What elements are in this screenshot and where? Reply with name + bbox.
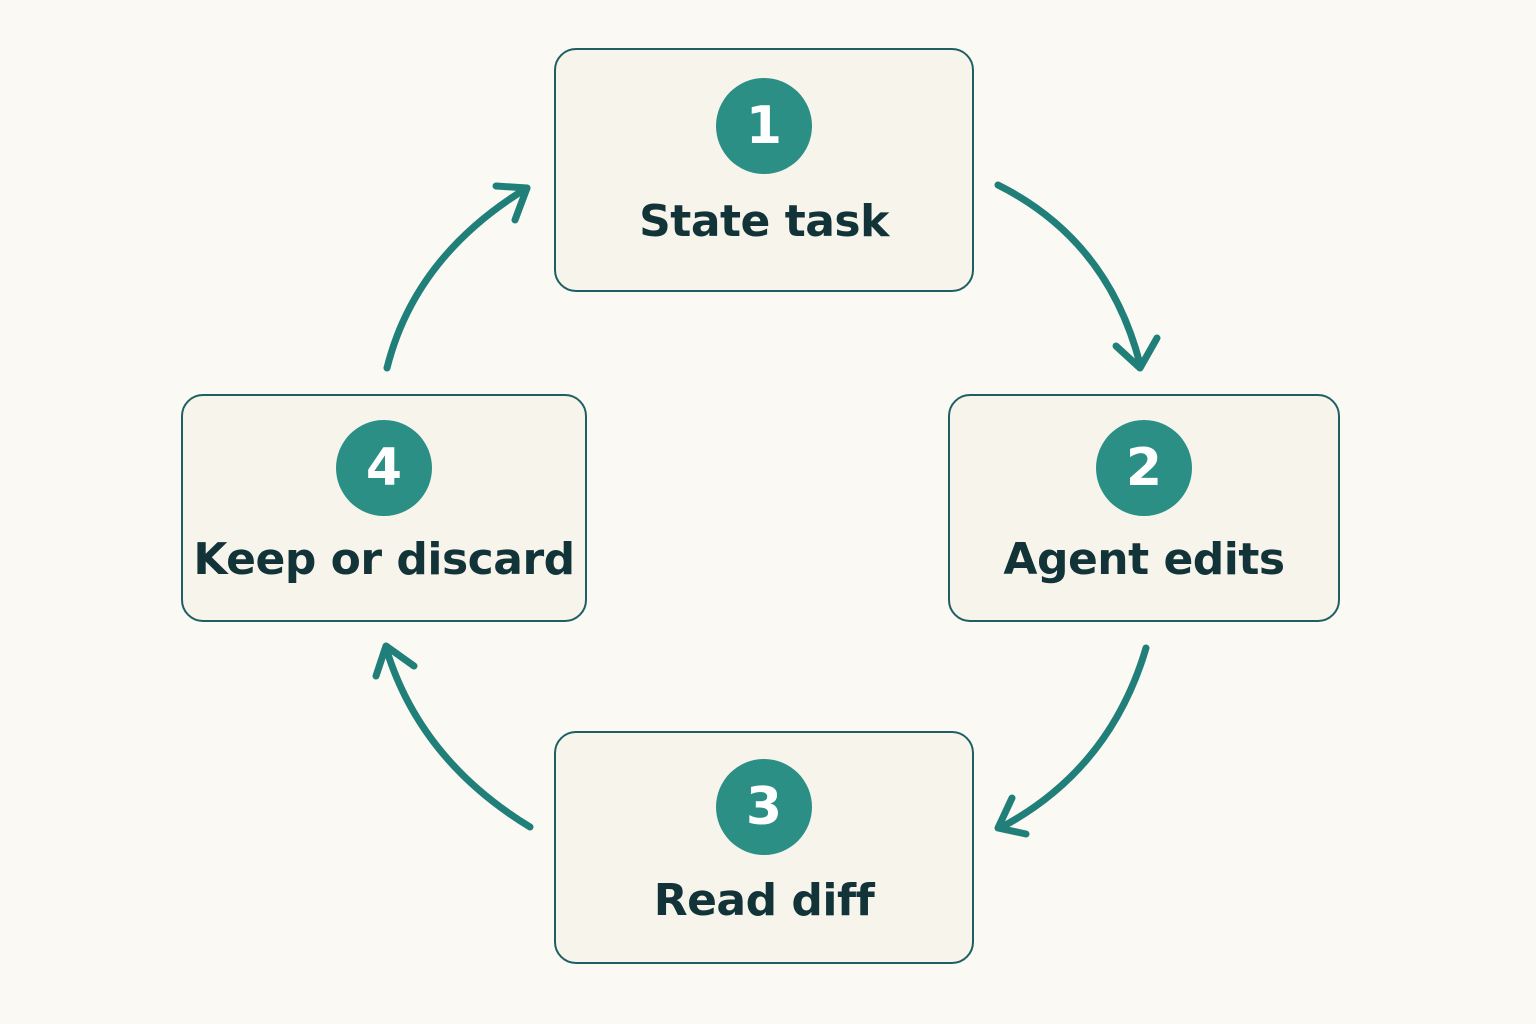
step-card-state-task: 1 State task bbox=[554, 48, 974, 292]
arrow-step3-to-step4 bbox=[372, 642, 534, 831]
step-number-badge: 3 bbox=[716, 759, 812, 855]
step-label: Agent edits bbox=[1003, 534, 1285, 585]
step-label: Read diff bbox=[653, 875, 875, 926]
step-number-badge: 1 bbox=[716, 78, 812, 174]
step-number-badge: 2 bbox=[1096, 420, 1192, 516]
arrow-step2-to-step3 bbox=[994, 644, 1150, 838]
step-label: Keep or discard bbox=[193, 534, 575, 585]
step-label: State task bbox=[639, 196, 889, 247]
step-card-keep-or-discard: 4 Keep or discard bbox=[181, 394, 587, 622]
step-card-agent-edits: 2 Agent edits bbox=[948, 394, 1340, 622]
arrow-step4-to-step1 bbox=[383, 182, 531, 372]
step-card-read-diff: 3 Read diff bbox=[554, 731, 974, 964]
arrow-step1-to-step2 bbox=[994, 181, 1161, 372]
step-number-badge: 4 bbox=[336, 420, 432, 516]
